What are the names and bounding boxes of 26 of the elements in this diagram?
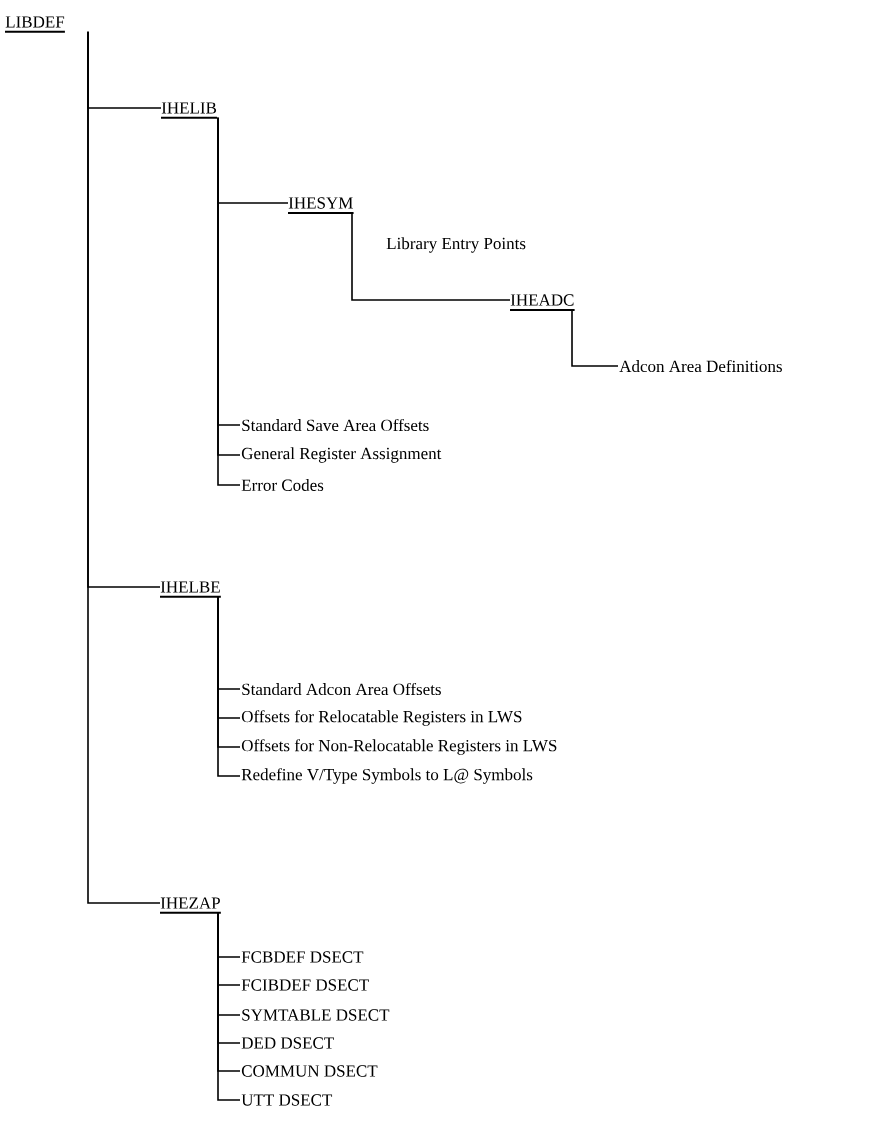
tree-connector [87, 31, 161, 904]
item-label: Offsets for Non-Relocatable Registers in LWS [241, 739, 557, 755]
item-label: UTT DSECT [241, 1094, 333, 1106]
item-label: Adcon Area Definitions [619, 359, 782, 373]
underlined-heading: IHESYM [287, 197, 355, 214]
tree-connector [351, 212, 511, 301]
item-label: Redefine V/Type Symbols to L@ Symbols [241, 768, 533, 784]
item-label: Error Codes [241, 479, 324, 491]
item-label: Standard Save Area Offsets [242, 418, 429, 432]
item-label: FCIBDEF DSECT [241, 979, 369, 991]
item-label: DED DSECT [241, 1037, 334, 1049]
underlined-heading: IHEADC [509, 294, 576, 311]
underlined-heading: LIBDEF [4, 16, 66, 33]
tree-connector [571, 309, 619, 367]
item-label: Offsets for Relocatable Registers in LWS [241, 710, 522, 726]
underlined-heading: IHELIB [160, 102, 219, 119]
item-label: SYMTABLE DSECT [242, 1009, 390, 1021]
underlined-heading: IHELBE [159, 581, 222, 598]
item-label: Standard Adcon Area Offsets [242, 682, 441, 696]
item-label: COMMUN DSECT [241, 1065, 378, 1077]
beside-text: Library Entry Points [386, 237, 526, 253]
tree-connector [217, 912, 241, 1101]
underlined-heading: IHEZAP [159, 897, 222, 914]
item-label: General Register Assignment [241, 447, 442, 463]
item-label: FCBDEF DSECT [241, 951, 364, 963]
tree-connector [217, 596, 241, 777]
